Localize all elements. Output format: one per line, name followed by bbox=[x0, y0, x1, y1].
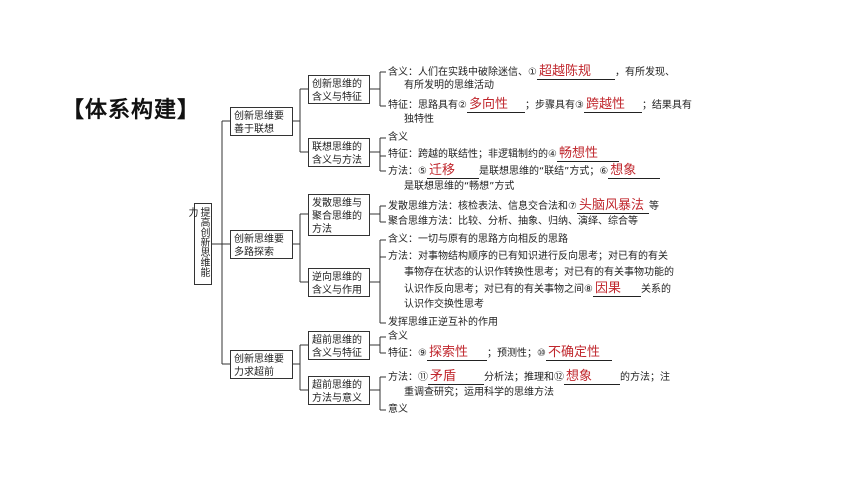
leaf-innovation-feature-cont: 独特性 bbox=[404, 114, 434, 125]
leaf-advance-meaning: 含义 bbox=[388, 331, 408, 342]
answer-2: 多向性 bbox=[466, 98, 525, 113]
answer-5: 迁移 bbox=[426, 164, 479, 179]
answer-7: 头脑风暴法 bbox=[576, 199, 649, 214]
leaf-advance-method-cont: 重调查研究；运用科学的思维方法 bbox=[404, 387, 554, 398]
level1-node-association: 创新思维要善于联想 bbox=[230, 107, 293, 136]
leaf-reverse-method-cont1: 事物存在状态的认识作转换性思考；对已有的有关事物功能的 bbox=[404, 267, 674, 278]
level1-node-advance: 创新思维要力求超前 bbox=[230, 350, 293, 379]
answer-8: 因果 bbox=[592, 282, 641, 297]
leaf-reverse-method-cont3: 认识作交换性思考 bbox=[404, 299, 484, 310]
level2-node-reverse: 逆向思维的含义与作用 bbox=[308, 268, 370, 297]
level2-node-association: 联想思维的含义与方法 bbox=[308, 138, 370, 167]
leaf-reverse-method: 方法：对事物结构顺序的已有知识进行反向思考；对已有的有关 bbox=[388, 251, 668, 262]
leaf-association-method-cont: 是联想思维的“畅想”方式 bbox=[404, 181, 515, 192]
leaf-convergent-method: 聚合思维方法：比较、分析、抽象、归纳、演绎、综合等 bbox=[388, 216, 638, 227]
level2-node-advance-feature: 超前思维的含义与特征 bbox=[308, 331, 370, 360]
level2-node-innovation: 创新思维的含义与特征 bbox=[308, 75, 370, 104]
leaf-reverse-meaning: 含义：一切与原有的思路方向相反的思路 bbox=[388, 234, 568, 245]
page-title: 【体系构建】 bbox=[62, 98, 201, 123]
leaf-advance-significance: 意义 bbox=[388, 404, 408, 415]
leaf-reverse-role: 发挥思维正逆互补的作用 bbox=[388, 317, 498, 328]
leaf-association-meaning: 含义 bbox=[388, 132, 408, 143]
answer-11: 矛盾 bbox=[428, 370, 484, 385]
level2-node-divergent: 发散思维与聚合思维的方法 bbox=[308, 194, 370, 236]
level2-node-advance-method: 超前思维的方法与意义 bbox=[308, 376, 370, 405]
root-node: 提高创新思维能力 bbox=[186, 203, 212, 285]
leaf-innovation-meaning-cont: 有所发明的思维活动 bbox=[404, 80, 494, 91]
answer-12: 想象 bbox=[564, 370, 620, 385]
answer-6: 想象 bbox=[608, 164, 661, 179]
answer-9: 探索性 bbox=[426, 346, 487, 361]
answer-3: 跨越性 bbox=[583, 98, 642, 113]
answer-4: 畅想性 bbox=[556, 147, 619, 162]
level1-node-multipath: 创新思维要多路探索 bbox=[230, 230, 293, 259]
answer-10: 不确定性 bbox=[545, 346, 612, 361]
answer-1: 超越陈规 bbox=[536, 65, 615, 80]
